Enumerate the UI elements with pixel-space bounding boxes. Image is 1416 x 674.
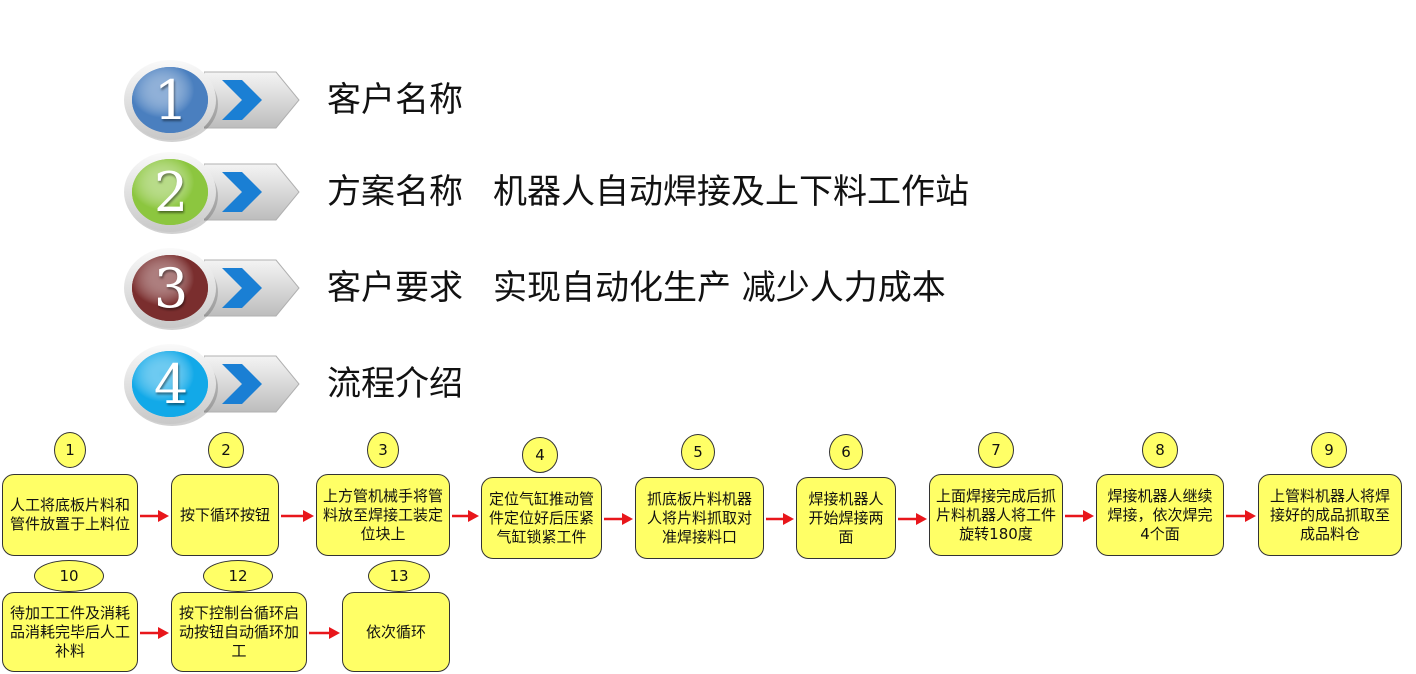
step-number-badge: 1 <box>124 58 218 142</box>
flow-step-box: 定位气缸推动管件定位好后压紧气缸锁紧工件 <box>481 477 602 559</box>
flow-step-number: 4 <box>522 437 558 473</box>
flow-step-number: 2 <box>208 432 244 468</box>
flow-step-number: 5 <box>681 434 715 470</box>
flow-step-box: 人工将底板片料和管件放置于上料位 <box>2 474 138 556</box>
row-text: 客户要求实现自动化生产 减少人力成本 <box>327 268 946 308</box>
flow-arrow-icon <box>281 508 314 522</box>
flow-step-box: 按下控制台循环启动按钮自动循环加工 <box>171 592 307 672</box>
chevron-arrow-icon <box>203 70 300 130</box>
step-number-badge: 3 <box>124 246 218 330</box>
flow-arrow-icon <box>140 625 169 639</box>
row-label: 客户要求 <box>327 268 463 308</box>
flow-step-box: 焊接机器人开始焊接两面 <box>796 477 896 559</box>
row-label: 客户名称 <box>327 80 463 120</box>
flow-arrow-icon <box>140 508 169 522</box>
flow-step-box: 焊接机器人继续焊接，依次焊完4个面 <box>1096 474 1224 556</box>
flow-step-number: 12 <box>203 560 273 592</box>
flow-step-number: 3 <box>367 432 399 468</box>
flow-arrow-icon <box>898 511 927 525</box>
flow-step-box: 依次循环 <box>342 592 450 672</box>
flow-step-box: 抓底板片料机器人将片料抓取对准焊接料口 <box>635 477 764 559</box>
flow-arrow-icon <box>309 625 340 639</box>
row-text: 方案名称机器人自动焊接及上下料工作站 <box>327 172 969 212</box>
chevron-arrow-icon <box>203 258 300 318</box>
flow-step-number: 1 <box>54 432 86 468</box>
row-label: 方案名称 <box>327 172 463 212</box>
step-number: 4 <box>153 352 189 416</box>
flow-step-number: 8 <box>1142 432 1178 468</box>
flow-step-box: 按下循环按钮 <box>171 474 279 556</box>
chevron-arrow-icon <box>203 354 300 414</box>
flow-step-number: 6 <box>829 434 863 470</box>
flow-step-box: 上方管机械手将管料放至焊接工装定位块上 <box>316 474 450 556</box>
flow-step-box: 上管料机器人将焊接好的成品抓取至成品料仓 <box>1258 474 1402 556</box>
flow-arrow-icon <box>1226 508 1256 522</box>
flow-step-number: 13 <box>368 560 430 592</box>
row-value: 实现自动化生产 减少人力成本 <box>493 268 946 308</box>
chevron-arrow-icon <box>203 162 300 222</box>
flow-step-number: 7 <box>978 432 1014 468</box>
row-value: 机器人自动焊接及上下料工作站 <box>493 172 969 212</box>
flow-arrow-icon <box>1065 508 1094 522</box>
row-text: 流程介绍 <box>327 364 463 404</box>
flow-step-box: 上面焊接完成后抓片料机器人将工件旋转180度 <box>929 474 1063 556</box>
step-number: 2 <box>153 160 189 224</box>
flow-arrow-icon <box>452 508 479 522</box>
step-number-badge: 2 <box>124 150 218 234</box>
step-number-badge: 4 <box>124 342 218 426</box>
flow-step-box: 待加工工件及消耗品消耗完毕后人工补料 <box>2 592 138 672</box>
flow-arrow-icon <box>766 511 794 525</box>
step-number: 3 <box>153 256 189 320</box>
step-number: 1 <box>153 68 189 132</box>
row-label: 流程介绍 <box>327 364 463 404</box>
row-text: 客户名称 <box>327 80 463 120</box>
flow-step-number: 10 <box>34 560 104 592</box>
flow-arrow-icon <box>604 511 633 525</box>
flow-step-number: 9 <box>1311 432 1347 468</box>
